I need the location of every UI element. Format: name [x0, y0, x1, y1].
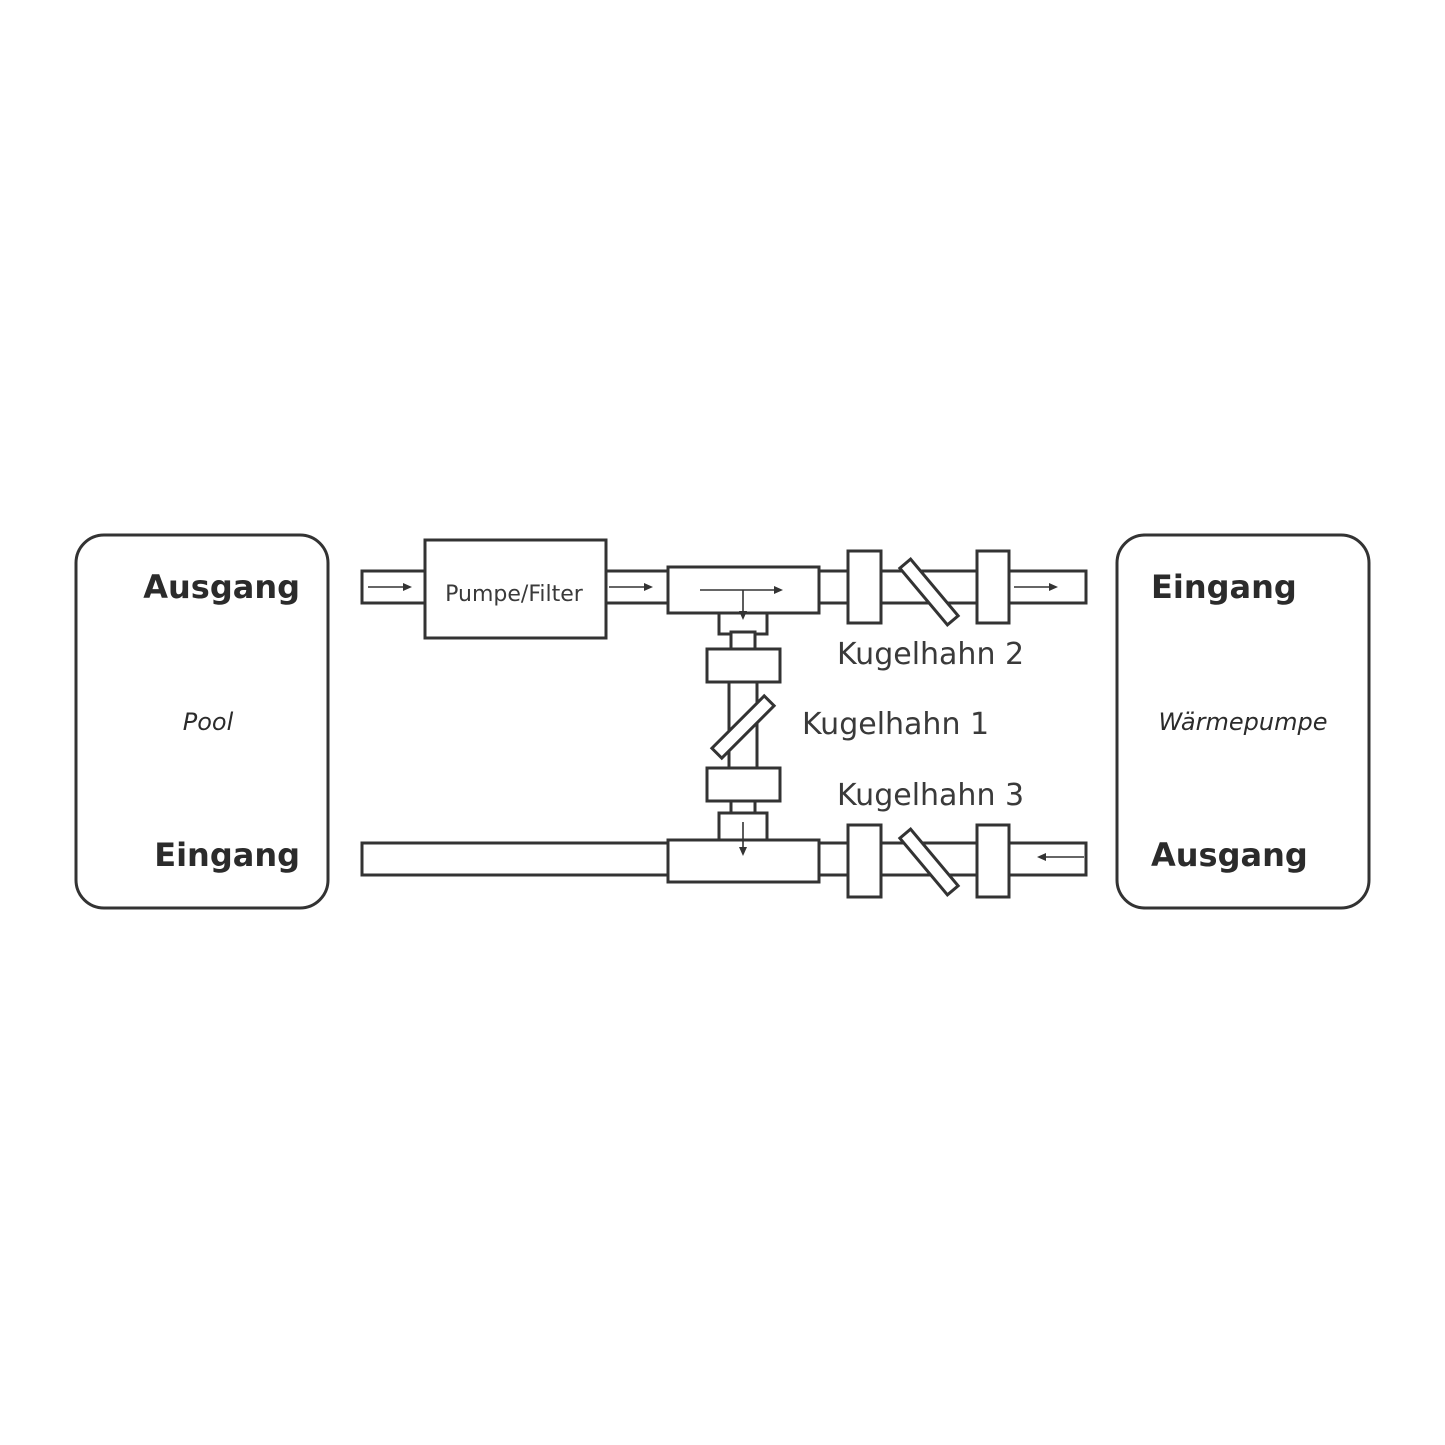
valve-2-flange-left	[846, 549, 883, 625]
heat-pump-name-label: Wärmepumpe	[1159, 708, 1328, 736]
pipe-heatpump-to-valve3	[1004, 841, 1088, 877]
pump-filter-box	[423, 538, 608, 640]
valve-1-handle	[709, 693, 777, 761]
valve-2-handle	[897, 557, 961, 627]
valve-3-flange-left	[846, 823, 883, 899]
heat-pump-inlet-label: Eingang	[1151, 568, 1297, 606]
valve-1-label: Kugelhahn 1	[802, 707, 989, 742]
flow-arrowhead-5	[1049, 583, 1058, 591]
heat-pump-unit: Eingang Wärmepumpe Ausgang	[1115, 533, 1371, 910]
valve-3-flange-right	[975, 823, 1011, 899]
valve-3-label: Kugelhahn 3	[837, 778, 1024, 813]
bottom-pipe-line	[360, 811, 1088, 899]
flow-arrowhead-6	[739, 847, 747, 856]
valve-1-flange-top	[705, 647, 782, 684]
flow-arrowhead-2	[644, 583, 653, 591]
flow-arrowhead-7	[1037, 853, 1046, 861]
bypass-line	[705, 630, 782, 818]
heat-pump-box	[1115, 533, 1371, 910]
heat-pump-outlet-label: Ausgang	[1151, 836, 1308, 874]
pool-box	[74, 533, 330, 910]
flow-arrowhead-3	[774, 586, 783, 594]
top-pipe-line: Pumpe/Filter	[360, 538, 1088, 640]
flow-arrowhead-4	[739, 611, 747, 620]
pool-name-label: Pool	[183, 708, 234, 736]
valve-3-handle	[897, 827, 961, 897]
valve-1-flange-bottom	[705, 766, 782, 803]
flow-arrowhead-1	[403, 583, 412, 591]
pump-filter-label: Pumpe/Filter	[445, 582, 584, 607]
valve-2-flange-right	[975, 549, 1011, 625]
pool-outlet-label: Ausgang	[143, 568, 300, 606]
valve-2-label: Kugelhahn 2	[837, 637, 1024, 672]
pool-unit: Ausgang Pool Eingang	[74, 533, 330, 910]
pipe-tee-to-pool	[360, 841, 673, 877]
pool-inlet-label: Eingang	[154, 836, 300, 874]
